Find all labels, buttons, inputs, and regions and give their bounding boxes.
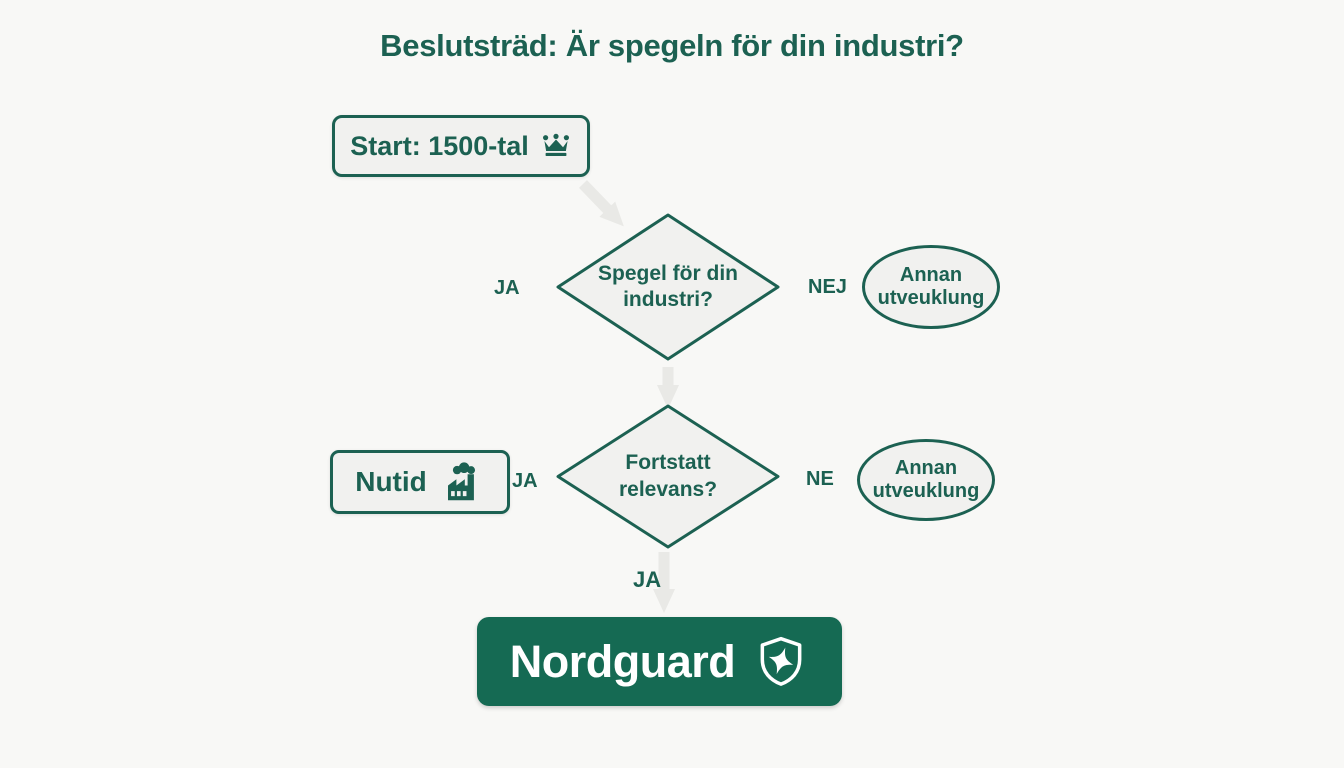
edge-label-d2-ne: NE <box>806 468 834 490</box>
edge-label-d1-ja: JA <box>494 277 520 299</box>
diagram-title: Beslutsträd: Är spegeln för din industri… <box>380 28 964 63</box>
start-node-label: Start: 1500-tal <box>350 130 529 161</box>
decision-node-relevans: Fortstatt relevans? <box>555 403 781 550</box>
edge-label-d1-nej: NEJ <box>808 276 847 298</box>
decision-node-spegel-label: Spegel för din industri? <box>597 261 738 311</box>
diamond-shape <box>556 213 780 361</box>
nutid-node-label: Nutid <box>355 466 427 497</box>
edge-label-d2-ja-down: JA <box>633 567 662 592</box>
decision-node-relevans-label: Fortstatt relevans? <box>618 451 718 501</box>
result-node-nordguard: Nordguard <box>477 617 842 706</box>
decision-node-spegel: Spegel för din industri? <box>555 212 781 362</box>
shield-icon <box>753 634 809 690</box>
start-node: Start: 1500-tal <box>332 115 590 177</box>
edge-label-d2-ja-left: JA <box>512 470 538 492</box>
crown-icon <box>540 133 572 159</box>
factory-icon <box>439 461 485 503</box>
outcome-ellipse-1: Annan utveuklung <box>862 245 1000 329</box>
nutid-node: Nutid <box>330 450 510 514</box>
outcome-ellipse-2: Annan utveuklung <box>857 439 995 521</box>
result-node-label: Nordguard <box>509 635 736 687</box>
flow-arrow-start-to-decision1 <box>579 180 624 227</box>
diamond-shape <box>556 404 780 549</box>
